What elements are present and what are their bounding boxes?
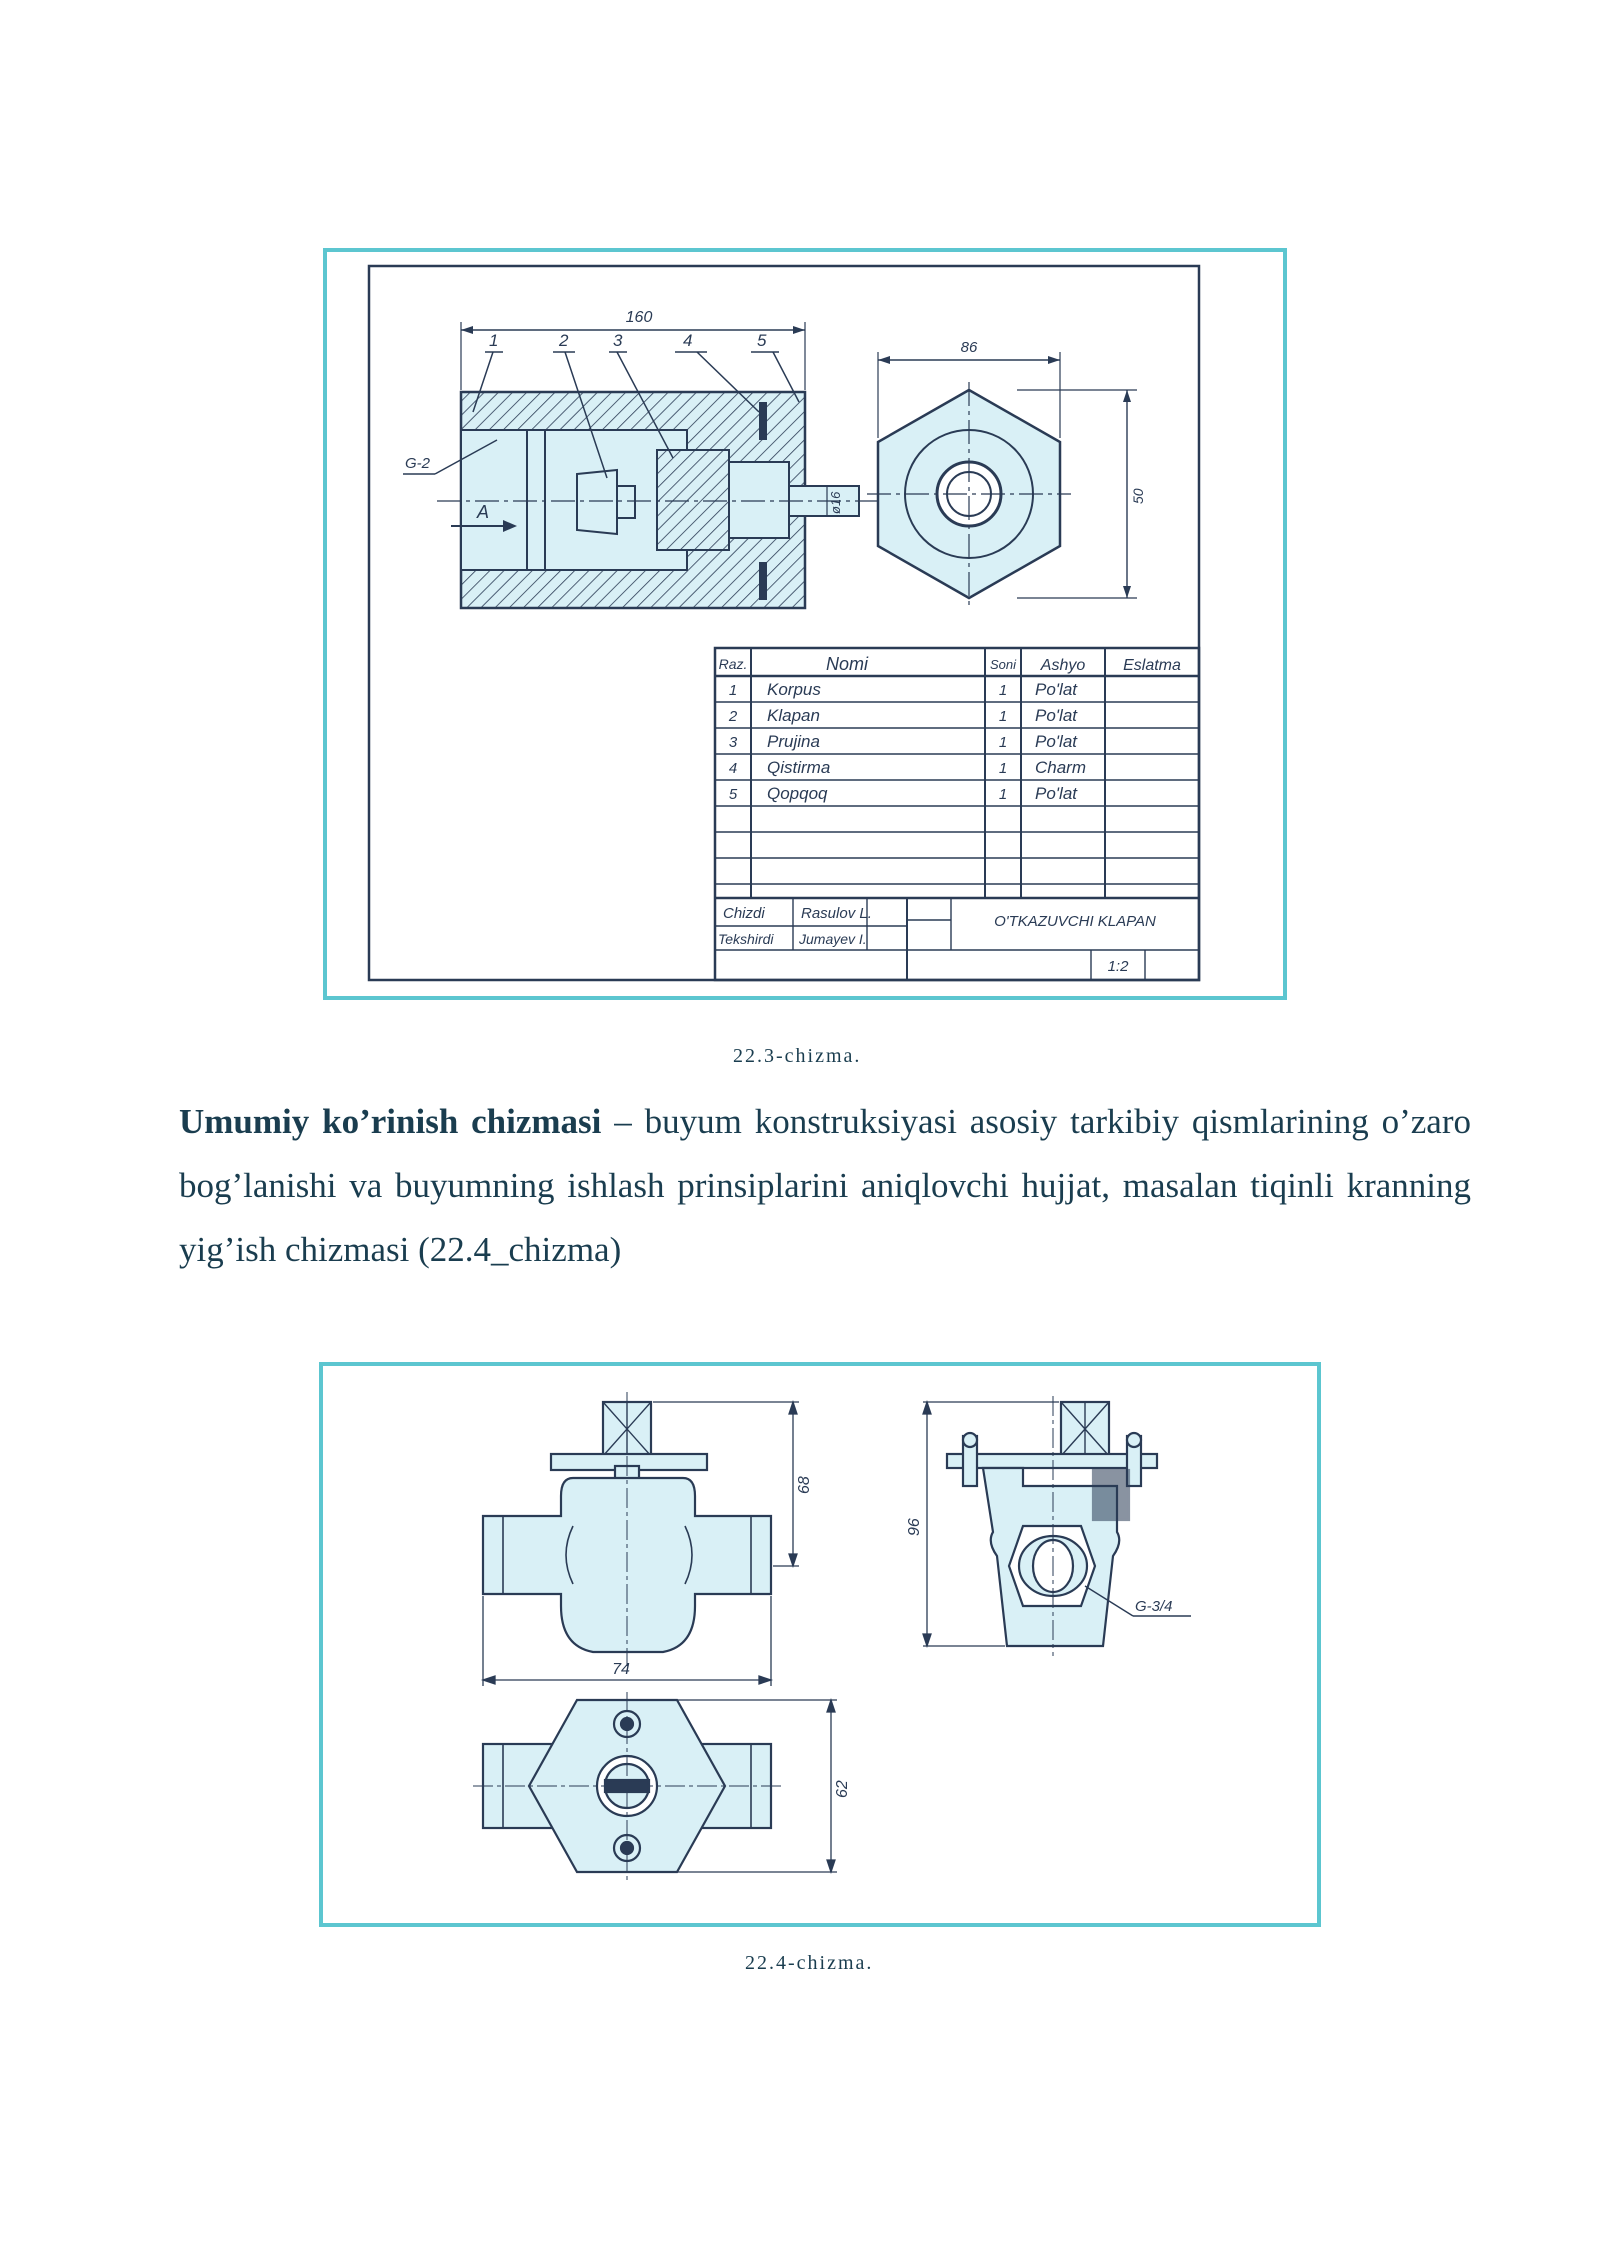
cell-name: Prujina xyxy=(767,732,820,751)
definition-term: Umumiy ko’rinish chizmasi xyxy=(179,1102,602,1141)
cell-name: Qopqoq xyxy=(767,784,828,803)
cell-qty: 1 xyxy=(999,734,1007,751)
cock-drawing: 68 74 xyxy=(473,1392,1191,1880)
side-height-dim xyxy=(922,1399,1059,1649)
th-eslatma: Eslatma xyxy=(1123,657,1181,674)
balloon-3: 3 xyxy=(613,331,623,350)
hex-height-dim: 50 xyxy=(1130,488,1146,504)
th-nomi: Nomi xyxy=(826,654,869,674)
definition-paragraph: Umumiy ko’rinish chizmasi – buyum konstr… xyxy=(179,1090,1471,1282)
th-ashyo: Ashyo xyxy=(1040,657,1086,674)
section-view: A G-2 ø16 160 xyxy=(403,309,887,610)
figure-caption-22-4: 22.4-chizma. xyxy=(745,1952,874,1974)
front-height-dim xyxy=(653,1399,799,1569)
balloon-5: 5 xyxy=(757,331,767,350)
cell-pos: 1 xyxy=(729,682,737,699)
top-height-dim xyxy=(677,1697,837,1875)
figure-22-4: 68 74 xyxy=(319,1362,1321,1927)
cell-material: Po'lat xyxy=(1035,706,1078,725)
length-dim: 160 xyxy=(626,309,653,326)
cell-name: Klapan xyxy=(767,706,820,725)
hex-width-dim: 86 xyxy=(961,339,978,356)
top-height-label: 62 xyxy=(834,1780,851,1798)
checked-label: Tekshirdi xyxy=(718,931,774,947)
balloon-2: 2 xyxy=(558,331,569,350)
thread-label: G-2 xyxy=(405,455,431,472)
scale: 1:2 xyxy=(1108,958,1130,975)
th-soni: Soni xyxy=(990,657,1017,672)
balloon-1: 1 xyxy=(489,331,498,350)
figure-22-3: A G-2 ø16 160 xyxy=(323,248,1287,1000)
side-thread-label: G-3/4 xyxy=(1135,1598,1173,1615)
side-height-label: 96 xyxy=(906,1518,923,1536)
cell-material: Charm xyxy=(1035,758,1086,777)
cell-name: Korpus xyxy=(767,680,821,699)
front-height-label: 68 xyxy=(796,1476,813,1494)
section-label: A xyxy=(476,502,489,522)
spec-table xyxy=(713,646,1201,982)
cell-material: Po'lat xyxy=(1035,680,1078,699)
balloon-leaders xyxy=(472,351,800,479)
front-width-label: 74 xyxy=(612,1661,630,1678)
cell-qty: 1 xyxy=(999,708,1007,725)
hex-view: 86 50 xyxy=(867,339,1146,608)
drawn-label: Chizdi xyxy=(723,905,765,922)
cell-material: Po'lat xyxy=(1035,784,1078,803)
figure-caption-22-3: 22.3-chizma. xyxy=(733,1045,862,1067)
front-view xyxy=(481,1392,773,1666)
definition-text: – buyum konstruksiyasi asosiy tarkibiy q… xyxy=(179,1102,1471,1269)
shaft-dim: ø16 xyxy=(828,491,843,514)
drawn-name: Rasulov L. xyxy=(801,905,872,922)
cell-qty: 1 xyxy=(999,760,1007,777)
cell-material: Po'lat xyxy=(1035,732,1078,751)
drawing-title: O'TKAZUVCHI KLAPAN xyxy=(994,913,1156,930)
checked-name: Jumayev I. xyxy=(798,931,867,947)
cell-pos: 4 xyxy=(729,760,737,777)
cell-pos: 5 xyxy=(729,786,738,803)
side-view xyxy=(945,1396,1159,1656)
cell-qty: 1 xyxy=(999,682,1007,699)
th-raz: Raz. xyxy=(719,656,748,672)
valve-drawing: A G-2 ø16 160 xyxy=(367,264,1201,982)
cell-pos: 3 xyxy=(729,734,738,751)
cell-qty: 1 xyxy=(999,786,1007,803)
cell-pos: 2 xyxy=(728,708,738,725)
cell-name: Qistirma xyxy=(767,758,830,777)
front-width-dim xyxy=(480,1596,774,1686)
top-view xyxy=(473,1692,783,1880)
balloon-4: 4 xyxy=(683,331,692,350)
